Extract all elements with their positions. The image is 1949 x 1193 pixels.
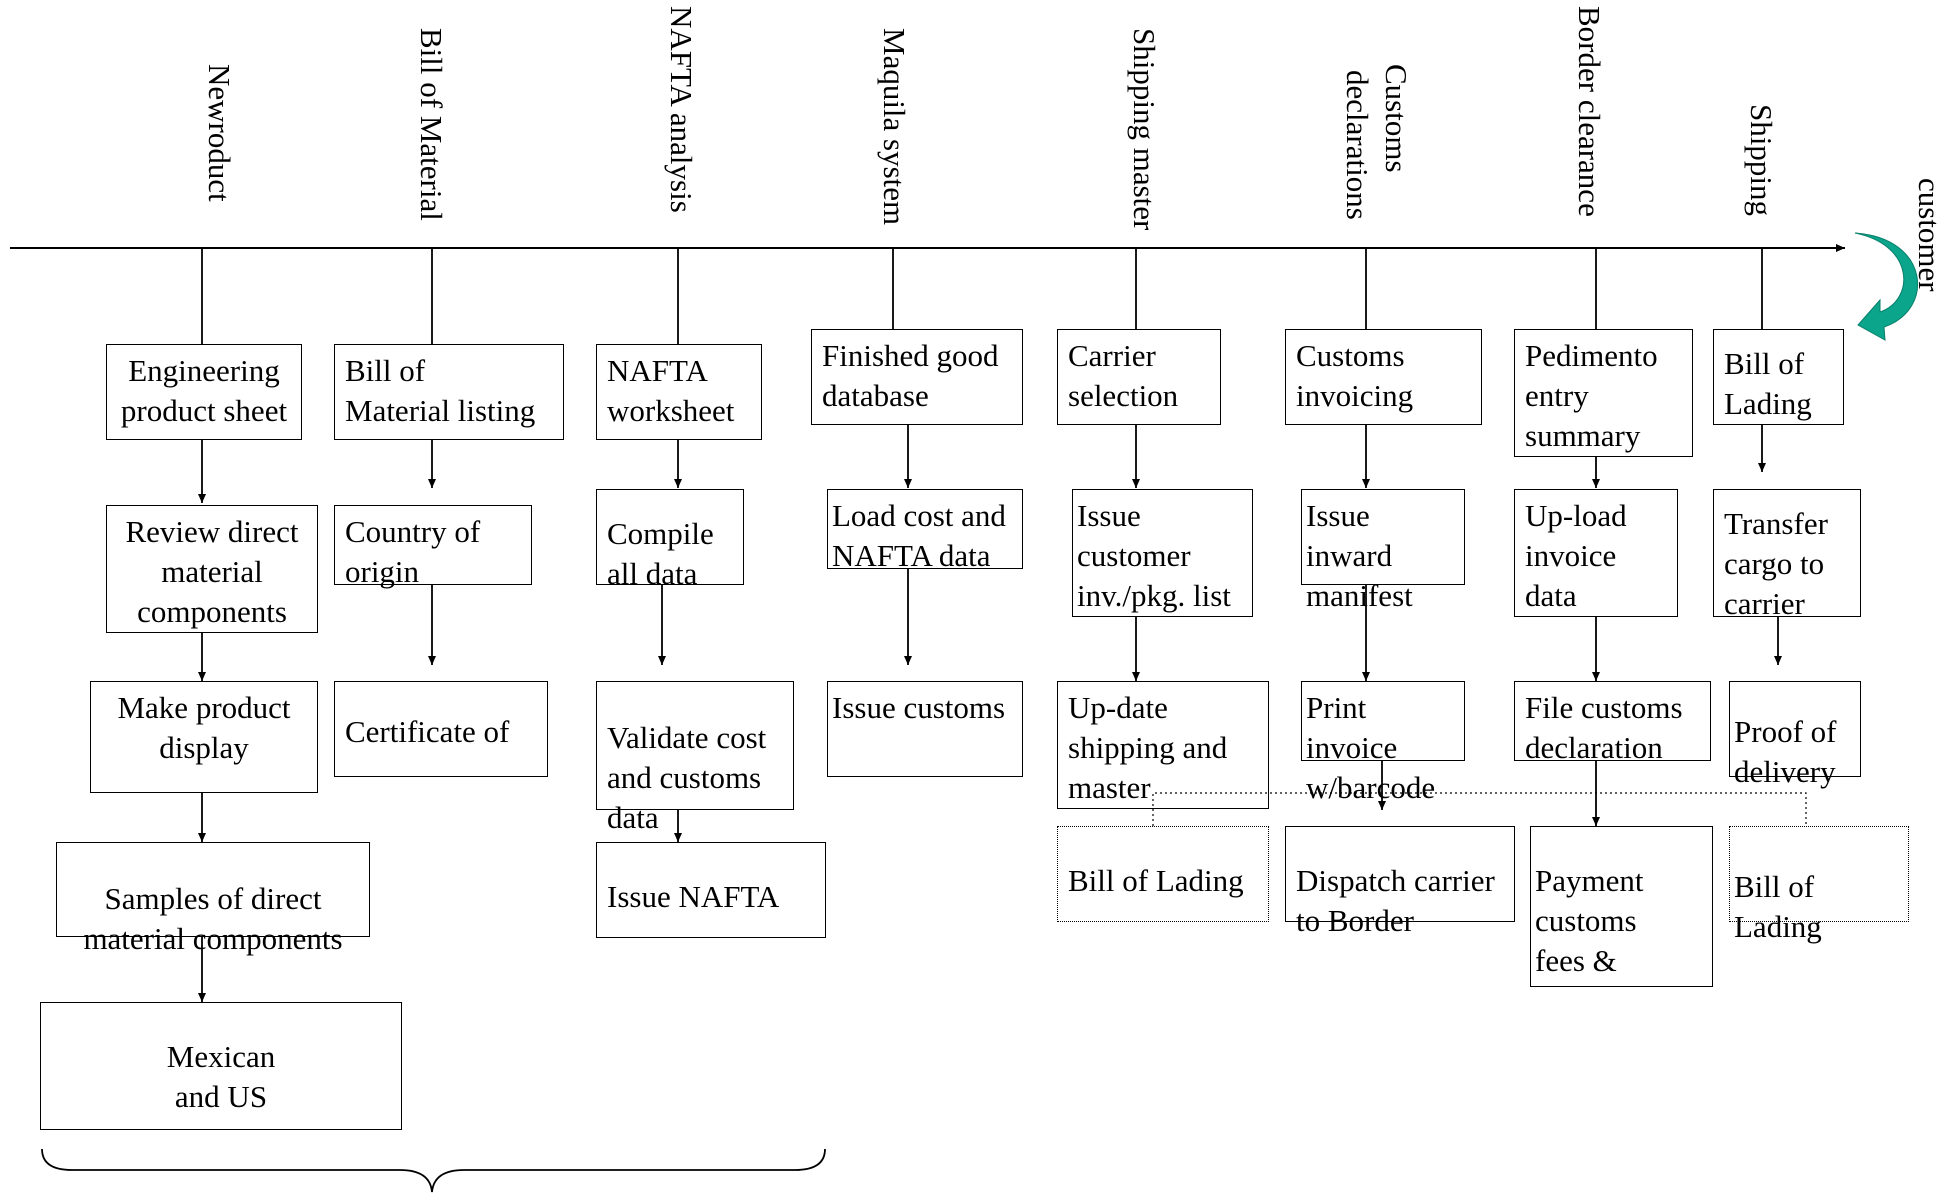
box-compile-all-data: Compile all data [596, 489, 744, 591]
flow-arrows [198, 425, 1782, 1002]
header-newproduct: Newroduct [202, 64, 237, 202]
box-bill-of-material-listing: Bill of Material listing [334, 344, 564, 440]
box-print-invoice-barcode: Print invoice w/barcode [1301, 681, 1465, 805]
header-maquila: Maquila system [877, 28, 912, 226]
box-bill-of-lading-top: Bill of Lading [1713, 329, 1844, 425]
header-customs-declarations-2: declarations [1340, 70, 1375, 220]
box-dispatch-carrier: Dispatch carrier to Border [1285, 826, 1515, 938]
box-engineering-product-sheet: Engineering product sheet [106, 344, 302, 440]
box-country-of-origin: Country of origin [334, 505, 532, 589]
box-issue-customs: Issue customs [827, 681, 1023, 777]
box-validate-cost-customs: Validate cost and customs data [596, 681, 794, 835]
header-customer: customer [1912, 178, 1947, 292]
bottom-bracket [41, 1148, 826, 1193]
box-proof-of-delivery: Proof of delivery [1729, 681, 1861, 789]
header-shipping-master: Shipping master [1127, 28, 1162, 231]
header-border-clearance: Border clearance [1572, 6, 1607, 217]
box-issue-nafta: Issue NAFTA [596, 842, 826, 938]
header-customs-declarations: Customs [1379, 64, 1414, 173]
box-nafta-worksheet: NAFTA worksheet [596, 344, 762, 440]
box-review-direct-material: Review direct material components [106, 505, 318, 633]
box-load-cost-nafta: Load cost and NAFTA data [827, 489, 1023, 573]
header-bom: Bill of Material [414, 28, 449, 221]
timeline-drops [201, 248, 1763, 344]
box-upload-invoice-data: Up-load invoice data [1514, 489, 1678, 617]
box-make-product-display: Make product display [90, 681, 318, 793]
box-payment-customs-fees: Payment customs fees & [1530, 826, 1713, 987]
box-issue-customer-inv-pkg: Issue customer inv./pkg. list [1072, 489, 1253, 617]
box-bill-of-lading-1: Bill of Lading [1057, 826, 1269, 922]
box-update-shipping-master: Up-date shipping and master [1057, 681, 1269, 809]
box-carrier-selection: Carrier selection [1057, 329, 1221, 425]
box-transfer-cargo-carrier: Transfer cargo to carrier [1713, 489, 1861, 621]
box-mexican-and-us: Mexican and US [40, 1002, 402, 1130]
curved-arrow-icon [1854, 232, 1918, 341]
dotted-connector [1152, 792, 1807, 826]
box-issue-inward-manifest: Issue inward manifest [1301, 489, 1465, 613]
box-customs-invoicing: Customs invoicing [1285, 329, 1482, 425]
box-bill-of-lading-2: Bill of Lading [1729, 826, 1909, 944]
header-shipping: Shipping [1744, 104, 1779, 216]
header-nafta: NAFTA analysis [664, 6, 699, 213]
box-file-customs-declaration: File customs declaration [1514, 681, 1711, 765]
box-pedimento-entry-summary: Pedimento entry summary [1514, 329, 1693, 457]
box-samples-direct-material: Samples of direct material components [56, 842, 370, 956]
box-certificate-of: Certificate of [334, 681, 548, 777]
box-finished-good-database: Finished good database [811, 329, 1023, 425]
